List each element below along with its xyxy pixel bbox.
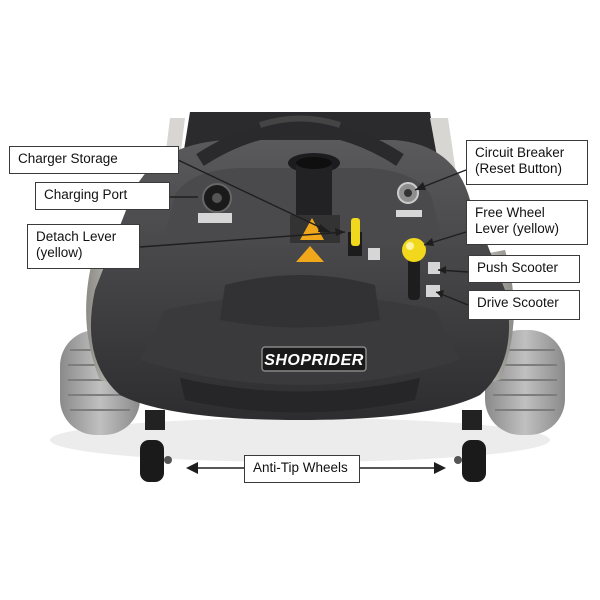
leader-lines [139,159,469,469]
leader-arrowheads [186,182,446,474]
label-detach-lever: Detach Lever (yellow) [27,224,140,269]
charging-port [198,183,232,223]
leader-charger-storage [177,159,331,233]
label-push-scooter: Push Scooter [468,255,580,283]
detach-lever [348,218,362,256]
label-anti-tip-wheels: Anti-Tip Wheels [244,455,360,483]
brand-plate [261,346,367,372]
tiller-handle [196,120,404,166]
detach-lever-tag [368,248,380,260]
push-indicator [428,262,440,274]
brand-logo: SHOPRIDER [264,352,364,369]
charger-storage-tube [288,153,340,215]
label-charger-storage: Charger Storage [9,146,179,174]
storage-lid [220,275,380,328]
leader-detach-lever [139,231,346,248]
right-anti-tip-wheel [454,410,486,482]
label-free-wheel-lever: Free Wheel Lever (yellow) [466,200,588,245]
circuit-breaker [396,182,422,217]
drive-indicator [426,285,440,297]
free-wheel-lever [402,238,426,300]
bumper [180,378,420,413]
left-anti-tip-wheel [140,410,172,482]
label-circuit-breaker: Circuit Breaker (Reset Button) [466,140,588,185]
label-drive-scooter: Drive Scooter [468,290,580,320]
front-panel [140,295,460,385]
label-charging-port: Charging Port [35,182,170,210]
floor-shadow [50,418,550,462]
